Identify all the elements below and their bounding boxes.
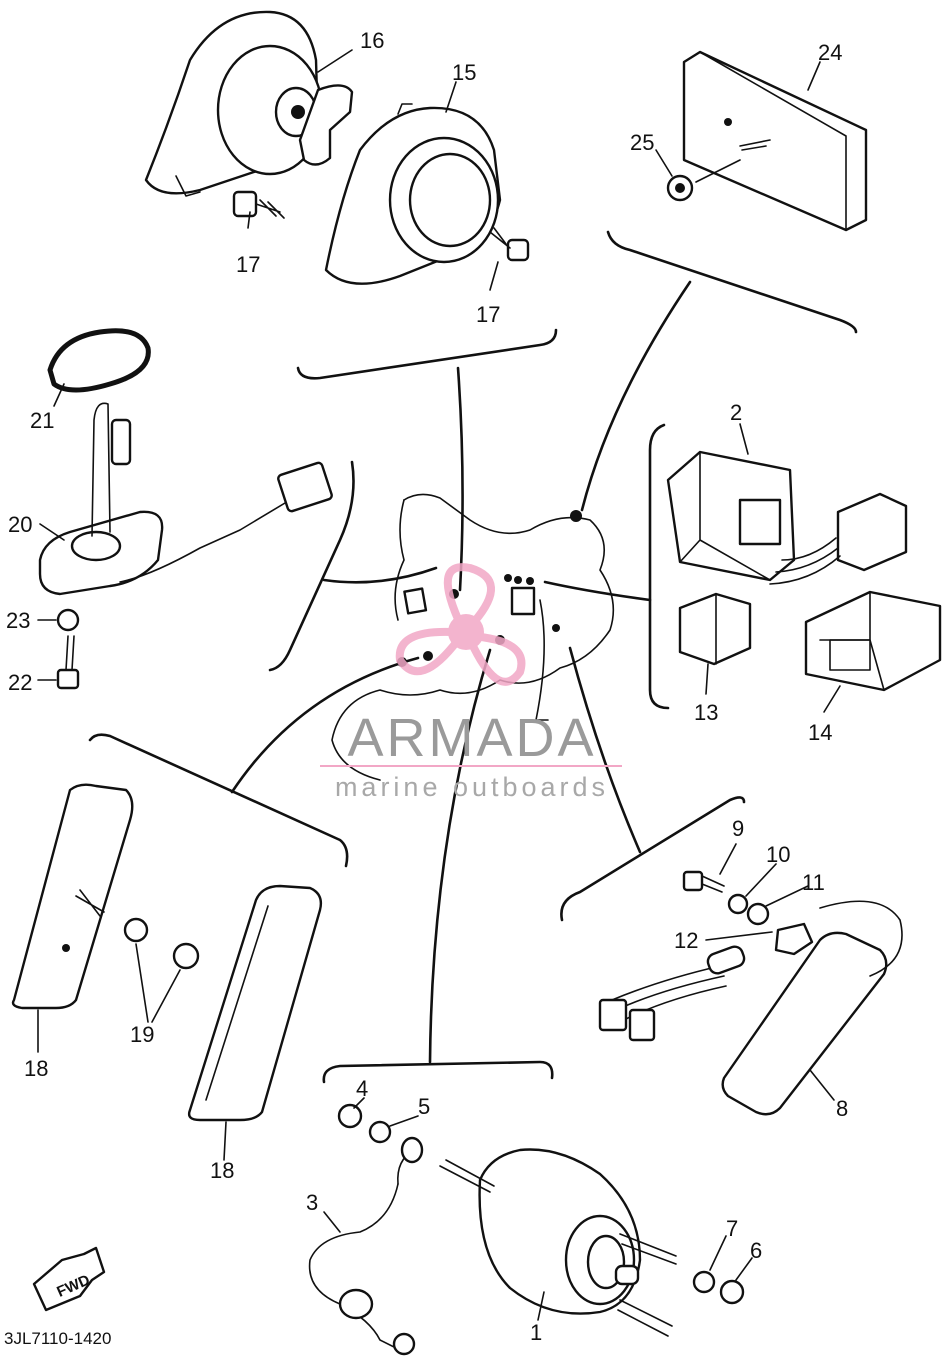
group-brackets bbox=[88, 230, 858, 1084]
callout-21: 21 bbox=[30, 408, 54, 433]
callout-2: 2 bbox=[730, 400, 742, 425]
callout-18a: 18 bbox=[24, 1056, 48, 1081]
callout-24: 24 bbox=[818, 40, 842, 65]
nut-6 bbox=[719, 1279, 745, 1305]
gasket-21 bbox=[47, 328, 151, 393]
rectifier-8 bbox=[598, 900, 903, 1116]
callout-19: 19 bbox=[130, 1022, 154, 1047]
reflector-18b bbox=[187, 884, 323, 1122]
washer-7 bbox=[692, 1270, 716, 1294]
callout-7: 7 bbox=[726, 1216, 738, 1241]
callout-16: 16 bbox=[360, 28, 384, 53]
drawing-code: 3JL7110-1420 bbox=[4, 1329, 111, 1348]
horn-15 bbox=[324, 103, 502, 285]
connector-14 bbox=[804, 590, 942, 692]
propeller-icon bbox=[395, 563, 526, 686]
fwd-arrow-icon: FWD bbox=[32, 1246, 106, 1312]
callout-15: 15 bbox=[452, 60, 476, 85]
relay-2 bbox=[666, 450, 908, 585]
nut-25 bbox=[666, 139, 771, 202]
callout-18b: 18 bbox=[210, 1158, 234, 1183]
sender-20 bbox=[38, 402, 333, 596]
frame-outline bbox=[331, 493, 615, 781]
washer-11 bbox=[746, 902, 770, 926]
callout-13: 13 bbox=[694, 700, 718, 725]
connector-13 bbox=[678, 592, 752, 666]
horn-16 bbox=[144, 10, 354, 197]
callout-14: 14 bbox=[808, 720, 832, 745]
lead-wire-3 bbox=[308, 1136, 424, 1356]
bolt-17a bbox=[232, 190, 285, 219]
washer-10 bbox=[727, 893, 749, 915]
callout-1: 1 bbox=[530, 1320, 542, 1345]
callout-6: 6 bbox=[750, 1238, 762, 1263]
callout-8: 8 bbox=[836, 1096, 848, 1121]
logo-tagline: marine outboards bbox=[335, 772, 609, 802]
callout-10: 10 bbox=[766, 842, 790, 867]
bolt-17b bbox=[489, 227, 530, 262]
leader-lines bbox=[230, 280, 692, 1064]
reflector-24 bbox=[682, 50, 868, 232]
starter-relay-1 bbox=[439, 1148, 677, 1337]
callout-22: 22 bbox=[8, 670, 32, 695]
callout-11: 11 bbox=[802, 870, 825, 895]
callout-3: 3 bbox=[306, 1190, 318, 1215]
callout-9: 9 bbox=[732, 816, 744, 841]
washer-5 bbox=[368, 1120, 392, 1144]
bolt-9 bbox=[682, 870, 725, 893]
armada-logo: ARMADA marine outboards bbox=[320, 563, 622, 802]
callout-5: 5 bbox=[418, 1094, 430, 1119]
callout-25: 25 bbox=[630, 130, 654, 155]
reflector-18a bbox=[11, 783, 134, 1010]
screw-22 bbox=[56, 635, 80, 690]
washer-23 bbox=[56, 608, 80, 632]
callouts: 16 15 17 17 24 25 21 20 23 22 2 13 14 18… bbox=[6, 28, 848, 1345]
nut-4 bbox=[337, 1103, 363, 1129]
callout-12: 12 bbox=[674, 928, 698, 953]
callout-17b: 17 bbox=[476, 302, 500, 327]
nut-19 bbox=[123, 917, 200, 970]
grommet-12 bbox=[774, 922, 814, 956]
callout-4: 4 bbox=[356, 1076, 368, 1101]
callout-17a: 17 bbox=[236, 252, 260, 277]
callout-20: 20 bbox=[8, 512, 32, 537]
callout-23: 23 bbox=[6, 608, 30, 633]
logo-brand: ARMADA bbox=[347, 708, 596, 768]
